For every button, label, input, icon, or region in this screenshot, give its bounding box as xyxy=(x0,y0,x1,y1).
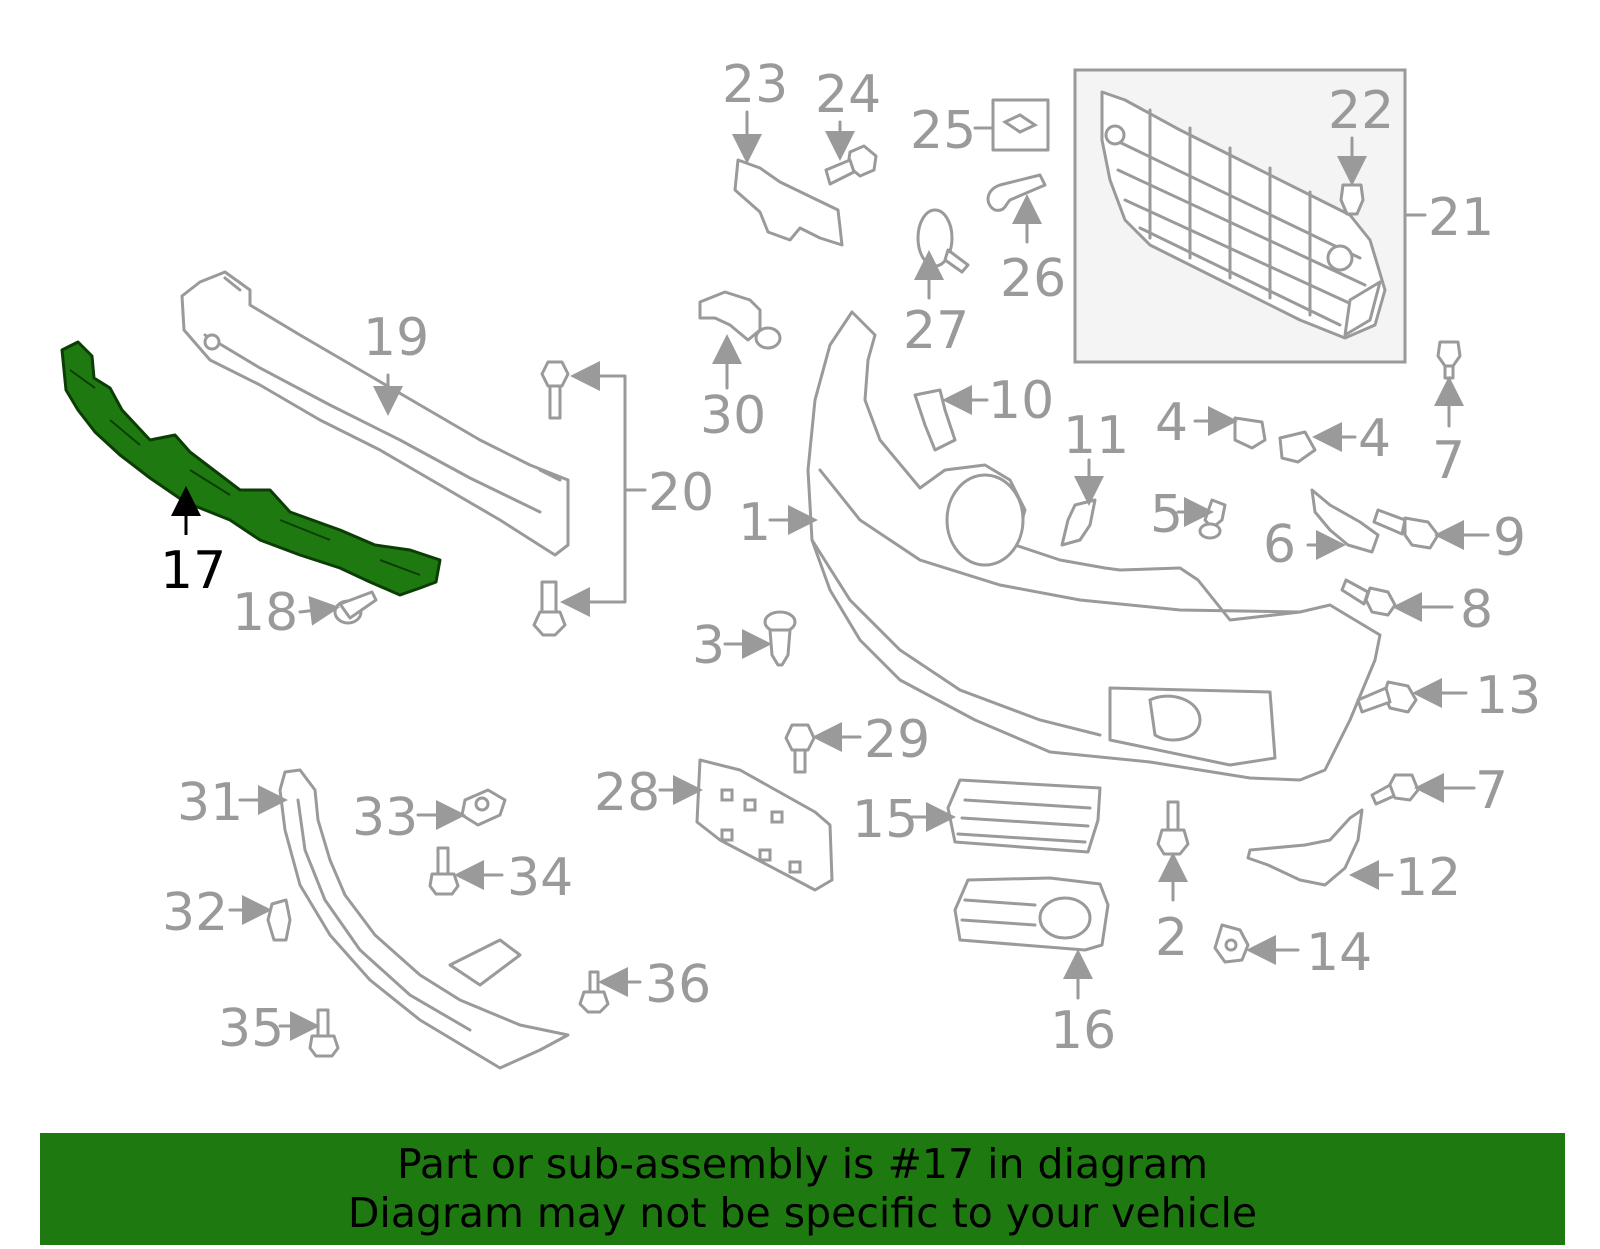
callout-32: 32 xyxy=(162,883,228,943)
part-35-bolt[interactable] xyxy=(308,1008,340,1058)
part-29-bolt[interactable] xyxy=(784,723,816,774)
part-15-grille-insert[interactable] xyxy=(946,778,1102,854)
callout-17: 17 xyxy=(160,541,226,601)
part-10-bracket[interactable] xyxy=(913,388,957,452)
callout-7b: 7 xyxy=(1475,761,1508,821)
callout-21: 21 xyxy=(1428,188,1494,248)
callout-35: 35 xyxy=(218,999,284,1059)
part-33-nut[interactable] xyxy=(460,788,507,827)
callout-10: 10 xyxy=(988,371,1054,431)
callout-4a: 4 xyxy=(1155,393,1188,453)
callout-31: 31 xyxy=(177,773,243,833)
callout-20: 20 xyxy=(648,463,714,523)
callout-33: 33 xyxy=(352,788,418,848)
part-17-absorber[interactable] xyxy=(60,340,442,597)
info-banner: Part or sub-assembly is #17 in diagram D… xyxy=(40,1133,1565,1245)
part-7-pin-top[interactable] xyxy=(1436,340,1462,380)
part-16-fog-cover[interactable] xyxy=(953,876,1110,952)
callout-3: 3 xyxy=(692,616,725,676)
callout-14: 14 xyxy=(1306,923,1372,983)
part-8-bolt[interactable] xyxy=(1340,578,1397,617)
part-21-grille-box[interactable] xyxy=(1073,68,1407,364)
part-24-bolt[interactable] xyxy=(824,144,878,186)
part-31-deflector[interactable] xyxy=(278,768,570,1070)
part-12-splash-shield[interactable] xyxy=(1246,808,1364,887)
part-22-clip[interactable] xyxy=(1339,183,1365,216)
callout-23: 23 xyxy=(722,55,788,115)
callout-13: 13 xyxy=(1475,666,1541,726)
part-11-bracket[interactable] xyxy=(1060,498,1097,547)
part-28-license-bracket[interactable] xyxy=(695,758,834,892)
part-26-hook[interactable] xyxy=(986,173,1047,212)
part-23-bracket[interactable] xyxy=(733,158,844,247)
part-6-bracket[interactable] xyxy=(1310,488,1380,554)
callout-28: 28 xyxy=(594,763,660,823)
banner-line-1: Part or sub-assembly is #17 in diagram xyxy=(396,1140,1209,1188)
callout-15: 15 xyxy=(852,790,918,850)
part-4-clips[interactable] xyxy=(1233,416,1317,464)
callout-1: 1 xyxy=(738,493,771,553)
callout-12: 12 xyxy=(1395,848,1461,908)
part-1-bumper-cover[interactable] xyxy=(806,310,1382,782)
part-7-pin-lower[interactable] xyxy=(1370,773,1420,806)
callout-26: 26 xyxy=(1000,249,1066,309)
part-20-bolts[interactable] xyxy=(532,360,570,637)
callout-24: 24 xyxy=(815,65,881,125)
part-32-clip[interactable] xyxy=(266,898,292,942)
part-13-bolt[interactable] xyxy=(1356,680,1418,714)
callout-8: 8 xyxy=(1460,580,1493,640)
part-34-bolt[interactable] xyxy=(428,846,460,896)
part-25-label[interactable] xyxy=(991,98,1050,152)
part-14-nut[interactable] xyxy=(1213,923,1250,964)
callout-18: 18 xyxy=(232,583,298,643)
callout-20-bracket xyxy=(568,374,647,604)
part-5-bolt[interactable] xyxy=(1198,498,1227,540)
callout-18-leader xyxy=(298,595,340,626)
callout-11: 11 xyxy=(1063,406,1129,466)
callout-25: 25 xyxy=(910,101,976,161)
callout-36: 36 xyxy=(645,955,711,1015)
part-27-cover[interactable] xyxy=(916,208,970,274)
callout-6: 6 xyxy=(1263,515,1296,575)
part-9-bolt[interactable] xyxy=(1372,508,1440,550)
callout-27: 27 xyxy=(903,301,969,361)
part-2-bolt[interactable] xyxy=(1156,800,1190,856)
callout-5: 5 xyxy=(1150,485,1183,545)
callout-30: 30 xyxy=(700,386,766,446)
callout-34: 34 xyxy=(507,848,573,908)
callout-22: 22 xyxy=(1328,81,1394,141)
callout-4b: 4 xyxy=(1358,409,1391,469)
callout-7a: 7 xyxy=(1432,431,1465,491)
banner-line-2: Diagram may not be specific to your vehi… xyxy=(347,1189,1258,1237)
callout-9: 9 xyxy=(1493,508,1526,568)
part-3-clip[interactable] xyxy=(763,610,797,667)
part-18-clip[interactable] xyxy=(333,590,378,625)
callout-2: 2 xyxy=(1155,908,1188,968)
part-30-sensor[interactable] xyxy=(698,290,782,350)
callout-16: 16 xyxy=(1050,1001,1116,1061)
callout-29: 29 xyxy=(864,710,930,770)
callout-19: 19 xyxy=(363,308,429,368)
part-36-screw[interactable] xyxy=(578,970,610,1014)
